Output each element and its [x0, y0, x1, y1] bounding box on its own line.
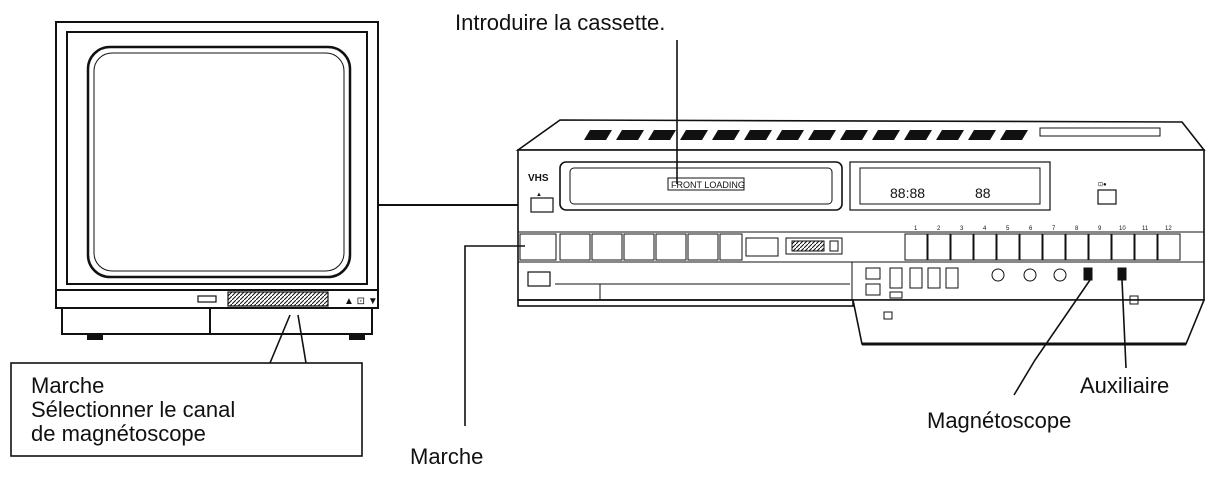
tv-cabinet	[55, 21, 379, 309]
label-aux: Auxiliaire	[1080, 373, 1169, 398]
vcr-logo: VHS	[528, 173, 549, 184]
svg-text:88: 88	[975, 185, 991, 201]
ff-button[interactable]	[623, 233, 655, 261]
tracking-knob[interactable]	[991, 268, 1005, 282]
leader-lines	[269, 40, 1127, 426]
channel-button[interactable]	[927, 233, 951, 261]
mode-button[interactable]	[909, 267, 923, 289]
channel-button[interactable]	[996, 233, 1020, 261]
timer-button[interactable]	[1097, 189, 1117, 205]
channel-button[interactable]	[1042, 233, 1066, 261]
mode-button[interactable]	[927, 267, 941, 289]
mode-button[interactable]	[945, 267, 959, 289]
leader-vcr-power	[464, 245, 525, 426]
label-vcr-mode: Magnétoscope	[927, 408, 1071, 433]
channel-number: 4	[983, 226, 987, 232]
rew-button[interactable]	[559, 233, 591, 261]
leader-aux	[1121, 279, 1127, 369]
channel-button[interactable]	[1019, 233, 1043, 261]
label-vcr-power: Marche	[410, 444, 483, 469]
mode-button[interactable]	[865, 283, 881, 296]
channel-number: 12	[1165, 226, 1172, 232]
front-flap	[852, 299, 1206, 345]
channel-number: 11	[1142, 226, 1149, 232]
channel-button[interactable]	[904, 233, 928, 261]
aux-switch[interactable]	[1117, 267, 1127, 281]
channel-number: 5	[1006, 226, 1010, 232]
sub-panel-controls	[865, 267, 1127, 299]
vcr-vents	[584, 130, 1028, 140]
play-button[interactable]	[591, 233, 623, 261]
label-insert-cassette: Introduire la cassette.	[455, 10, 665, 35]
mode-button[interactable]	[889, 267, 903, 289]
channel-number: 1	[914, 226, 918, 232]
mode-button[interactable]	[865, 267, 881, 280]
channel-number: 9	[1098, 226, 1102, 232]
channel-numbers: 1 2 3 4 5 6 7 8 9 10 11 12	[914, 226, 1172, 232]
vcr: VHS ▲ FRONT LOADING 88:88 88 ⊡●	[515, 119, 1206, 346]
channel-button[interactable]	[1065, 233, 1089, 261]
channel-button[interactable]	[973, 233, 997, 261]
tv-indicator-icon: ▲ ⊡ ▼	[344, 296, 378, 307]
vcr-display	[849, 161, 1051, 211]
tv-callout-line1: Marche	[31, 373, 105, 398]
tv-bezel	[66, 31, 368, 285]
leader-tv-box	[269, 314, 307, 364]
channel-number: 7	[1052, 226, 1056, 232]
cassette-compartment	[559, 161, 843, 211]
tv-channel-selector[interactable]	[227, 291, 329, 307]
display-digits: 88:88	[890, 185, 925, 201]
channel-number: 8	[1075, 226, 1079, 232]
leader-vcr-mode	[1013, 279, 1091, 396]
tv-callout-box	[10, 362, 363, 457]
channel-button[interactable]	[950, 233, 974, 261]
channel-preset-buttons	[904, 233, 1181, 261]
cassette-slot-text: FRONT LOADING	[671, 180, 745, 190]
channel-button[interactable]	[1157, 233, 1181, 261]
channel-button[interactable]	[1088, 233, 1112, 261]
rec-button[interactable]	[719, 233, 743, 261]
vcr-power-button[interactable]	[519, 233, 557, 261]
eject-icon: ▲	[536, 192, 542, 198]
tracking-knob[interactable]	[1053, 268, 1067, 282]
tuning-button[interactable]	[527, 271, 551, 287]
vcr-front	[517, 149, 1205, 301]
channel-number: 2	[937, 226, 941, 232]
vcr-mode-switch[interactable]	[1083, 267, 1093, 281]
transport-buttons	[519, 233, 843, 261]
cassette-slot-label	[667, 177, 745, 191]
tracking-knob[interactable]	[1023, 268, 1037, 282]
counter-reset-button[interactable]	[745, 237, 779, 257]
channel-button[interactable]	[1134, 233, 1158, 261]
stop-button[interactable]	[655, 233, 687, 261]
tv-callout-line3: de magnétoscope	[31, 421, 206, 446]
television: ▲ ⊡ ▼	[55, 21, 379, 340]
channel-number: 6	[1029, 226, 1033, 232]
tv-screen	[86, 45, 352, 279]
channel-number: 10	[1119, 226, 1126, 232]
tape-counter	[785, 237, 843, 255]
mode-button[interactable]	[889, 291, 903, 299]
channel-button[interactable]	[1111, 233, 1135, 261]
svg-text:⊡●: ⊡●	[1098, 182, 1107, 188]
tv-callout-line2: Sélectionner le canal	[31, 397, 236, 422]
pause-button[interactable]	[687, 233, 719, 261]
eject-button[interactable]	[530, 197, 554, 213]
tv-power-switch[interactable]	[197, 295, 217, 303]
tv-base	[61, 307, 373, 335]
channel-number: 3	[960, 226, 964, 232]
